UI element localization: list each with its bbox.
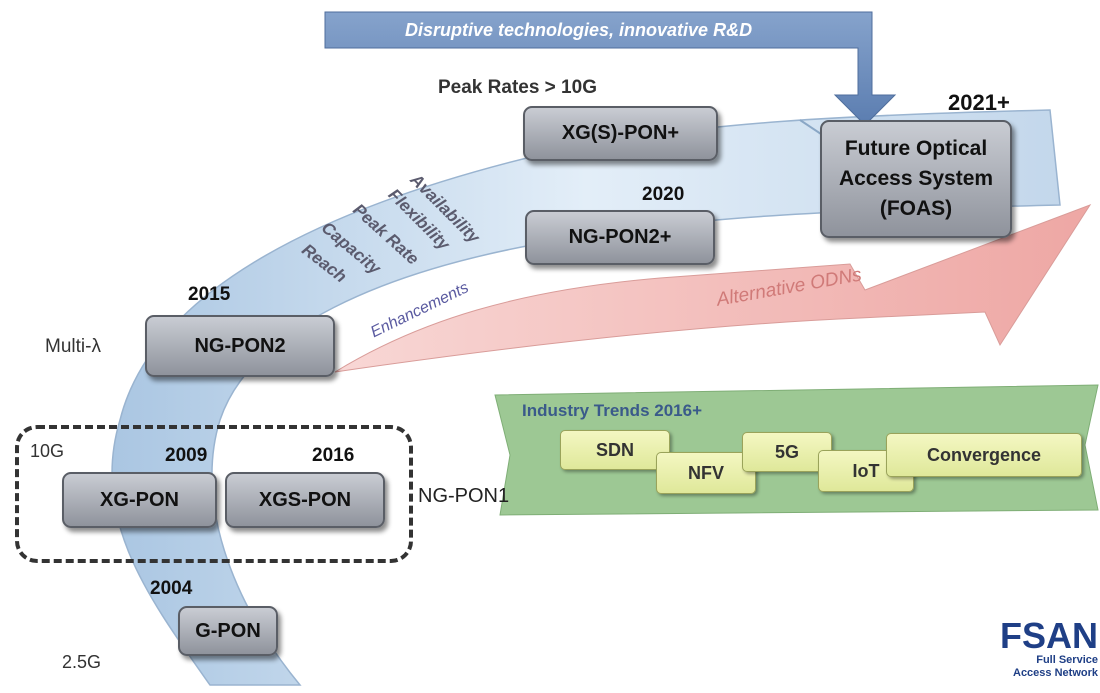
foas-line-3: (FOAS) [879,197,953,220]
year-2016-label: 2016 [312,445,355,466]
fsan-logo: FSAN Full Service Access Network [990,618,1098,680]
industry-trends-title: Industry Trends 2016+ [522,401,702,420]
ng-pon1-label: NG-PON1 [418,485,510,507]
foas-box: Future Optical Access System (FOAS) [820,120,1012,238]
year-2020-label: 2020 [642,184,685,205]
year-2021-label: 2021+ [948,90,1010,115]
multi-lambda-label: Multi-λ [45,336,101,357]
chip-nfv: NFV [656,452,756,494]
year-2009-label: 2009 [165,445,208,466]
fsan-logo-name: FSAN [1000,615,1098,656]
year-2015-label: 2015 [188,284,231,305]
foas-line-1: Future Optical [844,137,988,160]
rate-10g-label: 10G [30,441,65,461]
xgs-pon-box: XGS-PON [225,472,385,528]
xgs-pon-plus-box: XG(S)-PON+ [523,106,718,161]
alternative-odn-arrow [334,203,1092,373]
fsan-logo-line-1: Full Service [1036,654,1098,666]
g-pon-box: G-PON [178,606,278,656]
ng-pon2-plus-box: NG-PON2+ [525,210,715,265]
year-2004-label: 2004 [150,578,193,599]
rate-2-5g-label: 2.5G [62,652,102,672]
chip-sdn: SDN [560,430,670,470]
peak-rates-label: Peak Rates > 10G [438,77,597,98]
evolution-curve-band [111,109,1061,686]
banner-text: Disruptive technologies, innovative R&D [405,20,753,40]
xg-pon-box: XG-PON [62,472,217,528]
ng-pon2-box: NG-PON2 [145,315,335,377]
banner-arrow [324,11,897,126]
fsan-logo-line-2: Access Network [1013,667,1098,679]
chip-5g: 5G [742,432,832,472]
foas-line-2: Access System [838,167,994,190]
chip-convergence: Convergence [886,433,1082,477]
ng-pon1-group-outline [15,425,413,563]
